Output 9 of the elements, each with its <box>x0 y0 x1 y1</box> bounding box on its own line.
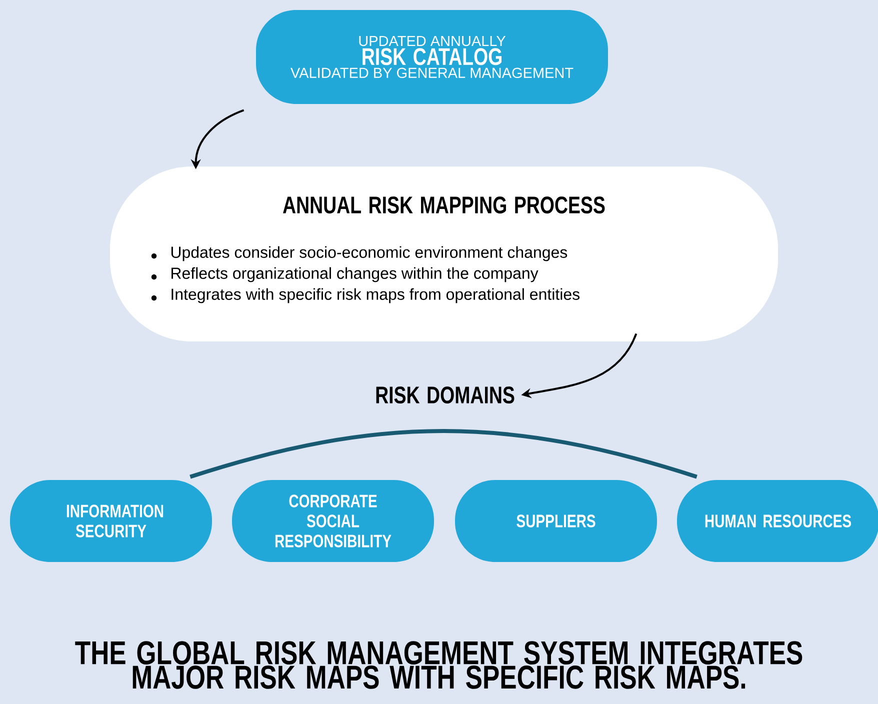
caption: THE GLOBAL RISK MANAGEMENT SYSTEM INTEGRATES MAJOR RISK MAPS WITH SPECIFIC RISK MAPS. <box>75 641 802 689</box>
domain-pill: SUPPLIERS <box>455 480 657 562</box>
domain-pill: HUMAN RESOURCES <box>677 480 878 562</box>
catalog-box: UPDATED ANNUALLY RISK CATALOG VALIDATED BY GENERAL MANAGEMENT <box>256 10 608 104</box>
process-box: ANNUAL RISK MAPPING PROCESS Updates consider socio-economic environment changes Reflects organizational changes within the company Integrates with specific risk maps from operational entities <box>110 166 778 342</box>
domain-pill: CORPORATE SOCIAL RESPONSIBILITY <box>232 480 434 562</box>
section-heading: RISK DOMAINS <box>376 386 514 404</box>
domain-pill: INFORMATION SECURITY <box>10 480 212 562</box>
arc-line <box>190 429 698 479</box>
